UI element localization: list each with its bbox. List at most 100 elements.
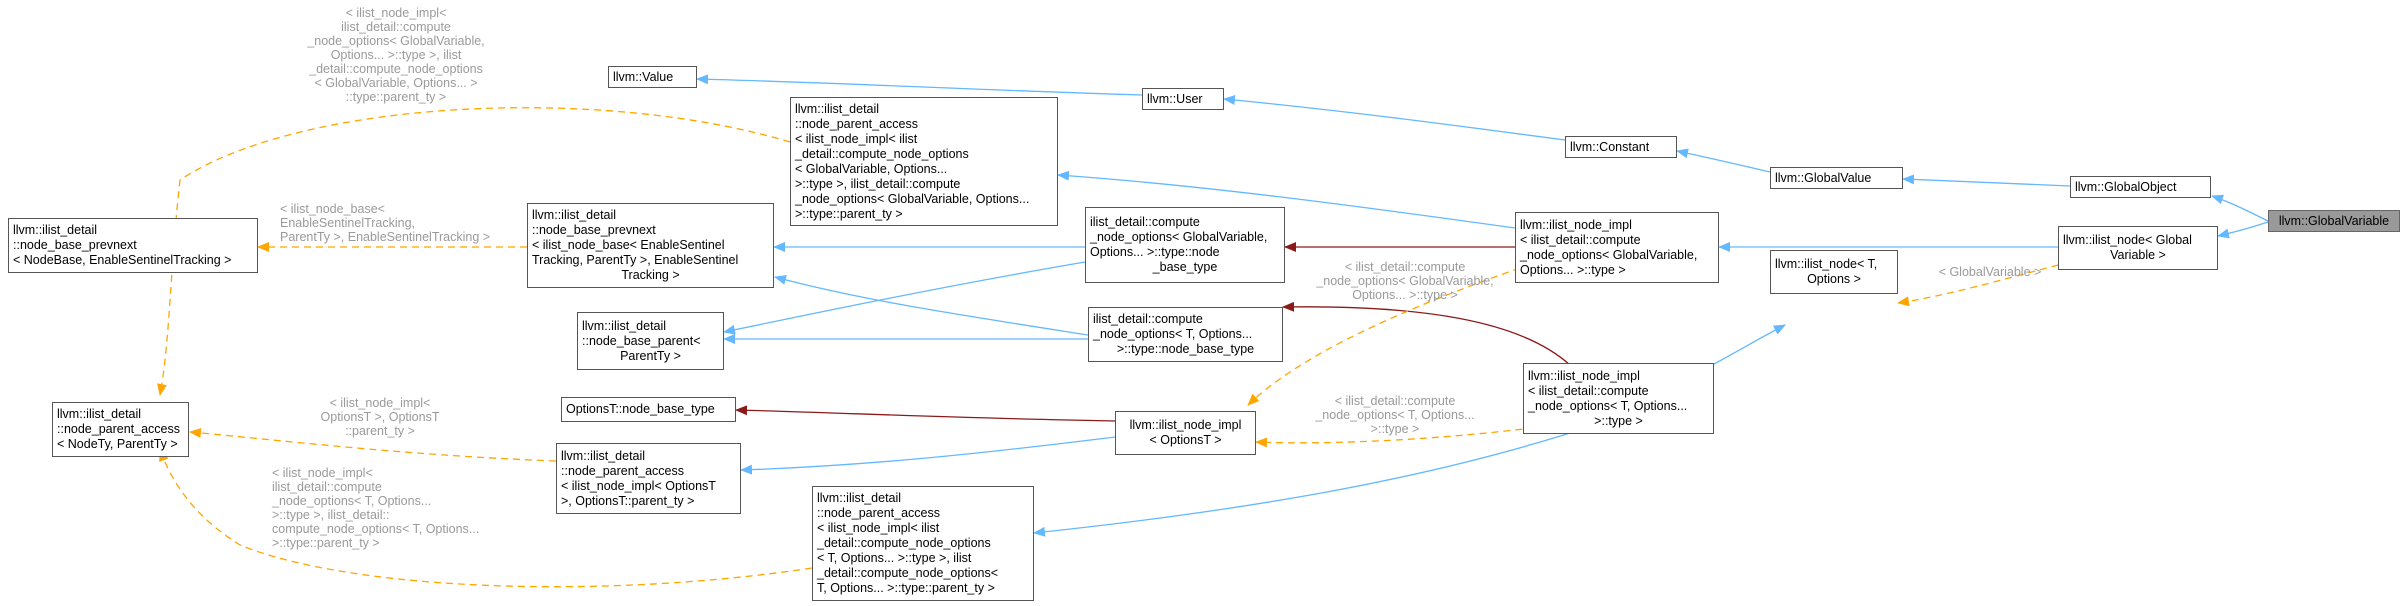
node-line: ilist_detail::compute [1090, 215, 1200, 229]
node-line: ::node_base_prevnext [532, 223, 656, 237]
node-line: >::type::parent_ty > [795, 206, 903, 221]
label-line: < ilist_detail::compute [1334, 394, 1456, 408]
node-line: < NodeTy, ParentTy > [57, 437, 178, 451]
node-line: llvm::Constant [1570, 139, 1650, 154]
node-line: _node_options< GlobalVariable, Options..… [795, 191, 1030, 206]
node-line: Options > [1807, 272, 1861, 286]
node-line: llvm::GlobalValue [1775, 170, 1872, 185]
node-compute-node-options-global-base-type[interactable]: ilist_detail::compute _node_options< Glo… [1085, 207, 1285, 283]
label-line: _node_options< GlobalVariable, [1316, 274, 1494, 288]
label-line: >::type > [1370, 422, 1420, 436]
node-line: < ilist_node_impl< ilist [795, 131, 918, 146]
edge-globalobject-globalvalue [1902, 174, 2071, 187]
node-line: llvm::ilist_detail [795, 101, 880, 116]
node-line: < ilist_detail::compute [1520, 232, 1641, 247]
node-parent-access-t[interactable]: llvm::ilist_detail ::node_parent_access … [812, 486, 1034, 601]
edge-constant-user [1223, 95, 1566, 141]
node-global-variable[interactable]: llvm::GlobalVariable [2268, 210, 2400, 232]
node-ilist-node-global-variable[interactable]: llvm::ilist_node< Global Variable > [2058, 226, 2218, 270]
edge-computet-prevnext [774, 275, 1089, 336]
node-line: llvm::ilist_node< T, [1775, 257, 1878, 271]
node-global-value[interactable]: llvm::GlobalValue [1770, 167, 1903, 189]
node-value[interactable]: llvm::Value [608, 66, 697, 88]
label-line: _node_options< T, Options... [1315, 408, 1475, 422]
label-line: < ilist_node_impl< [345, 6, 447, 20]
edge-ilistnode-t-ilistnode-global [1897, 261, 2071, 307]
label-line: OptionsT >, OptionsT [320, 410, 440, 424]
node-line: Options... >::type > [1520, 262, 1626, 277]
node-line: llvm::ilist_detail [561, 448, 646, 463]
label-line: _node_options< T, Options... [272, 494, 432, 508]
node-optionst-node-base-type[interactable]: OptionsT::node_base_type [561, 397, 736, 422]
label-line: EnableSentinelTracking, [280, 216, 416, 230]
edge-user-value [696, 74, 1143, 96]
node-line: _node_options< T, Options... [1093, 327, 1253, 341]
edge-parentaccess-global-generic [157, 107, 791, 396]
node-line: llvm::ilist_node< Global [2063, 233, 2192, 247]
node-line: ::node_base_prevnext [13, 238, 137, 252]
label-line: ::type::parent_ty > [345, 90, 447, 104]
edge-label-node-base-enable: < ilist_node_base< EnableSentinelTrackin… [280, 202, 510, 244]
edge-impl-t-ilistnode-t [1713, 324, 1786, 365]
node-ilist-node-impl-optionst[interactable]: llvm::ilist_node_impl < OptionsT > [1115, 411, 1256, 455]
node-ilist-node-impl-t[interactable]: llvm::ilist_node_impl < ilist_detail::co… [1523, 363, 1714, 434]
node-line: llvm::ilist_node_impl [1520, 217, 1632, 232]
node-line: llvm::ilist_detail [582, 318, 667, 333]
node-parent-access-generic[interactable]: llvm::ilist_detail ::node_parent_access … [52, 402, 189, 457]
node-base-prevnext-generic[interactable]: llvm::ilist_detail ::node_base_prevnext … [8, 218, 258, 273]
node-line: llvm::ilist_detail [13, 223, 98, 237]
node-line: T, Options... >::type::parent_ty > [817, 581, 995, 595]
label-line: < ilist_node_impl< [329, 396, 431, 410]
node-line: llvm::ilist_node_impl [1129, 418, 1242, 432]
node-line: >::type >, ilist_detail::compute [795, 176, 961, 191]
edge-label-compute-t-type: < ilist_detail::compute _node_options< T… [1305, 394, 1485, 436]
node-line: < GlobalVariable, Options... [795, 161, 948, 176]
node-global-object[interactable]: llvm::GlobalObject [2070, 176, 2211, 198]
edge-parentaccess-t-generic [159, 449, 813, 588]
node-compute-node-options-t-base-type[interactable]: ilist_detail::compute _node_options< T, … [1088, 307, 1283, 362]
node-line: ::node_parent_access [795, 116, 919, 131]
node-line: ilist_detail::compute [1093, 312, 1203, 326]
label-line: compute_node_options< T, Options... [272, 522, 480, 536]
label-line: ParentTy >, EnableSentinelTracking > [280, 230, 491, 244]
label-line: >::type::parent_ty > [272, 536, 380, 550]
node-line: >::type::node_base_type [1116, 342, 1255, 356]
node-ilist-node-impl-global-variable[interactable]: llvm::ilist_node_impl < ilist_detail::co… [1515, 212, 1719, 283]
node-line: < ilist_detail::compute [1528, 383, 1649, 398]
node-line: llvm::ilist_detail [817, 491, 902, 505]
node-line: _node_options< GlobalVariable, [1090, 230, 1268, 244]
node-line: < T, Options... >::type >, ilist [817, 551, 972, 565]
node-line: _node_options< T, Options... [1528, 398, 1688, 413]
label-line: < GlobalVariable, Options... > [314, 76, 478, 90]
node-line: >, OptionsT::parent_ty > [561, 493, 695, 508]
node-line: _node_options< GlobalVariable, [1520, 247, 1698, 262]
node-line: < NodeBase, EnableSentinelTracking > [13, 253, 232, 267]
node-line: _detail::compute_node_options< [817, 566, 999, 580]
node-parent-access-global-variable[interactable]: llvm::ilist_detail ::node_parent_access … [790, 97, 1058, 226]
node-base-prevnext-enable-sentinel[interactable]: llvm::ilist_detail ::node_base_prevnext … [527, 203, 774, 288]
node-ilist-node-t-options[interactable]: llvm::ilist_node< T, Options > [1770, 250, 1898, 294]
node-line: < ilist_node_impl< OptionsT [561, 478, 716, 493]
edge-label-t-parent: < ilist_node_impl< ilist_detail::compute… [272, 466, 512, 550]
node-parent-access-optionst[interactable]: llvm::ilist_detail ::node_parent_access … [556, 443, 741, 514]
edge-impl-optionst-parentaccess [740, 436, 1116, 475]
node-base-parent[interactable]: llvm::ilist_detail ::node_base_parent< P… [577, 312, 724, 370]
node-constant[interactable]: llvm::Constant [1565, 136, 1677, 158]
edge-globalvalue-constant [1676, 148, 1771, 173]
node-line: llvm::User [1147, 91, 1203, 106]
label-line: < GlobalVariable > [1938, 265, 2042, 279]
edge-compute-parent [723, 261, 1086, 335]
node-line: >::type > [1594, 413, 1643, 428]
node-line: ParentTy > [620, 348, 681, 363]
node-line: llvm::ilist_node_impl [1528, 368, 1640, 383]
label-line: >::type >, ilist_detail:: [272, 508, 390, 522]
label-line: _detail::compute_node_options [309, 62, 483, 76]
edge-label-compute-global-type: < ilist_detail::compute _node_options< G… [1305, 260, 1505, 302]
edge-impl-t-compute-t [1282, 301, 1571, 366]
node-line: llvm::GlobalVariable [2278, 213, 2390, 228]
label-line: Options... >::type > [1352, 288, 1458, 302]
label-line: ilist_detail::compute [272, 480, 382, 494]
node-user[interactable]: llvm::User [1142, 88, 1224, 110]
